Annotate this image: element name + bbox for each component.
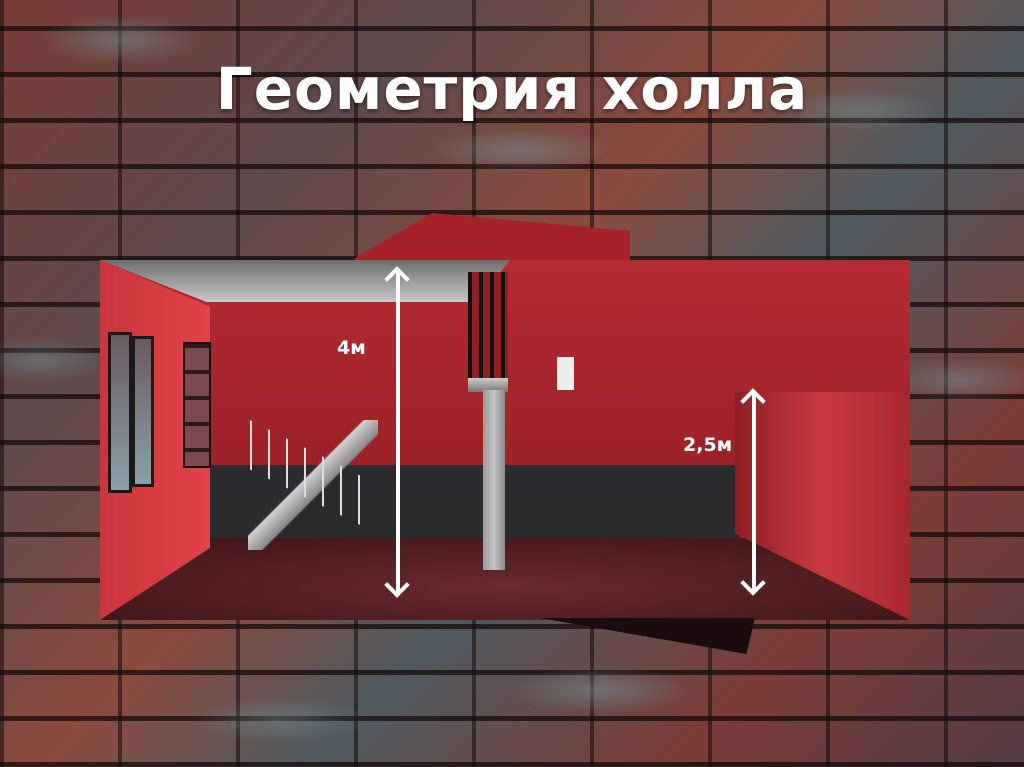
post (557, 357, 574, 390)
column (483, 390, 505, 570)
height-arrow-main (396, 270, 400, 594)
window (132, 336, 154, 487)
window (108, 332, 132, 493)
slide-title: Геометрия холла (215, 55, 809, 123)
door (183, 342, 211, 468)
height-label-low: 2,5м (683, 434, 733, 456)
height-label-main: 4м (337, 337, 366, 359)
height-arrow-low (752, 392, 756, 592)
balcony (468, 272, 508, 382)
balcony-base (468, 378, 508, 392)
